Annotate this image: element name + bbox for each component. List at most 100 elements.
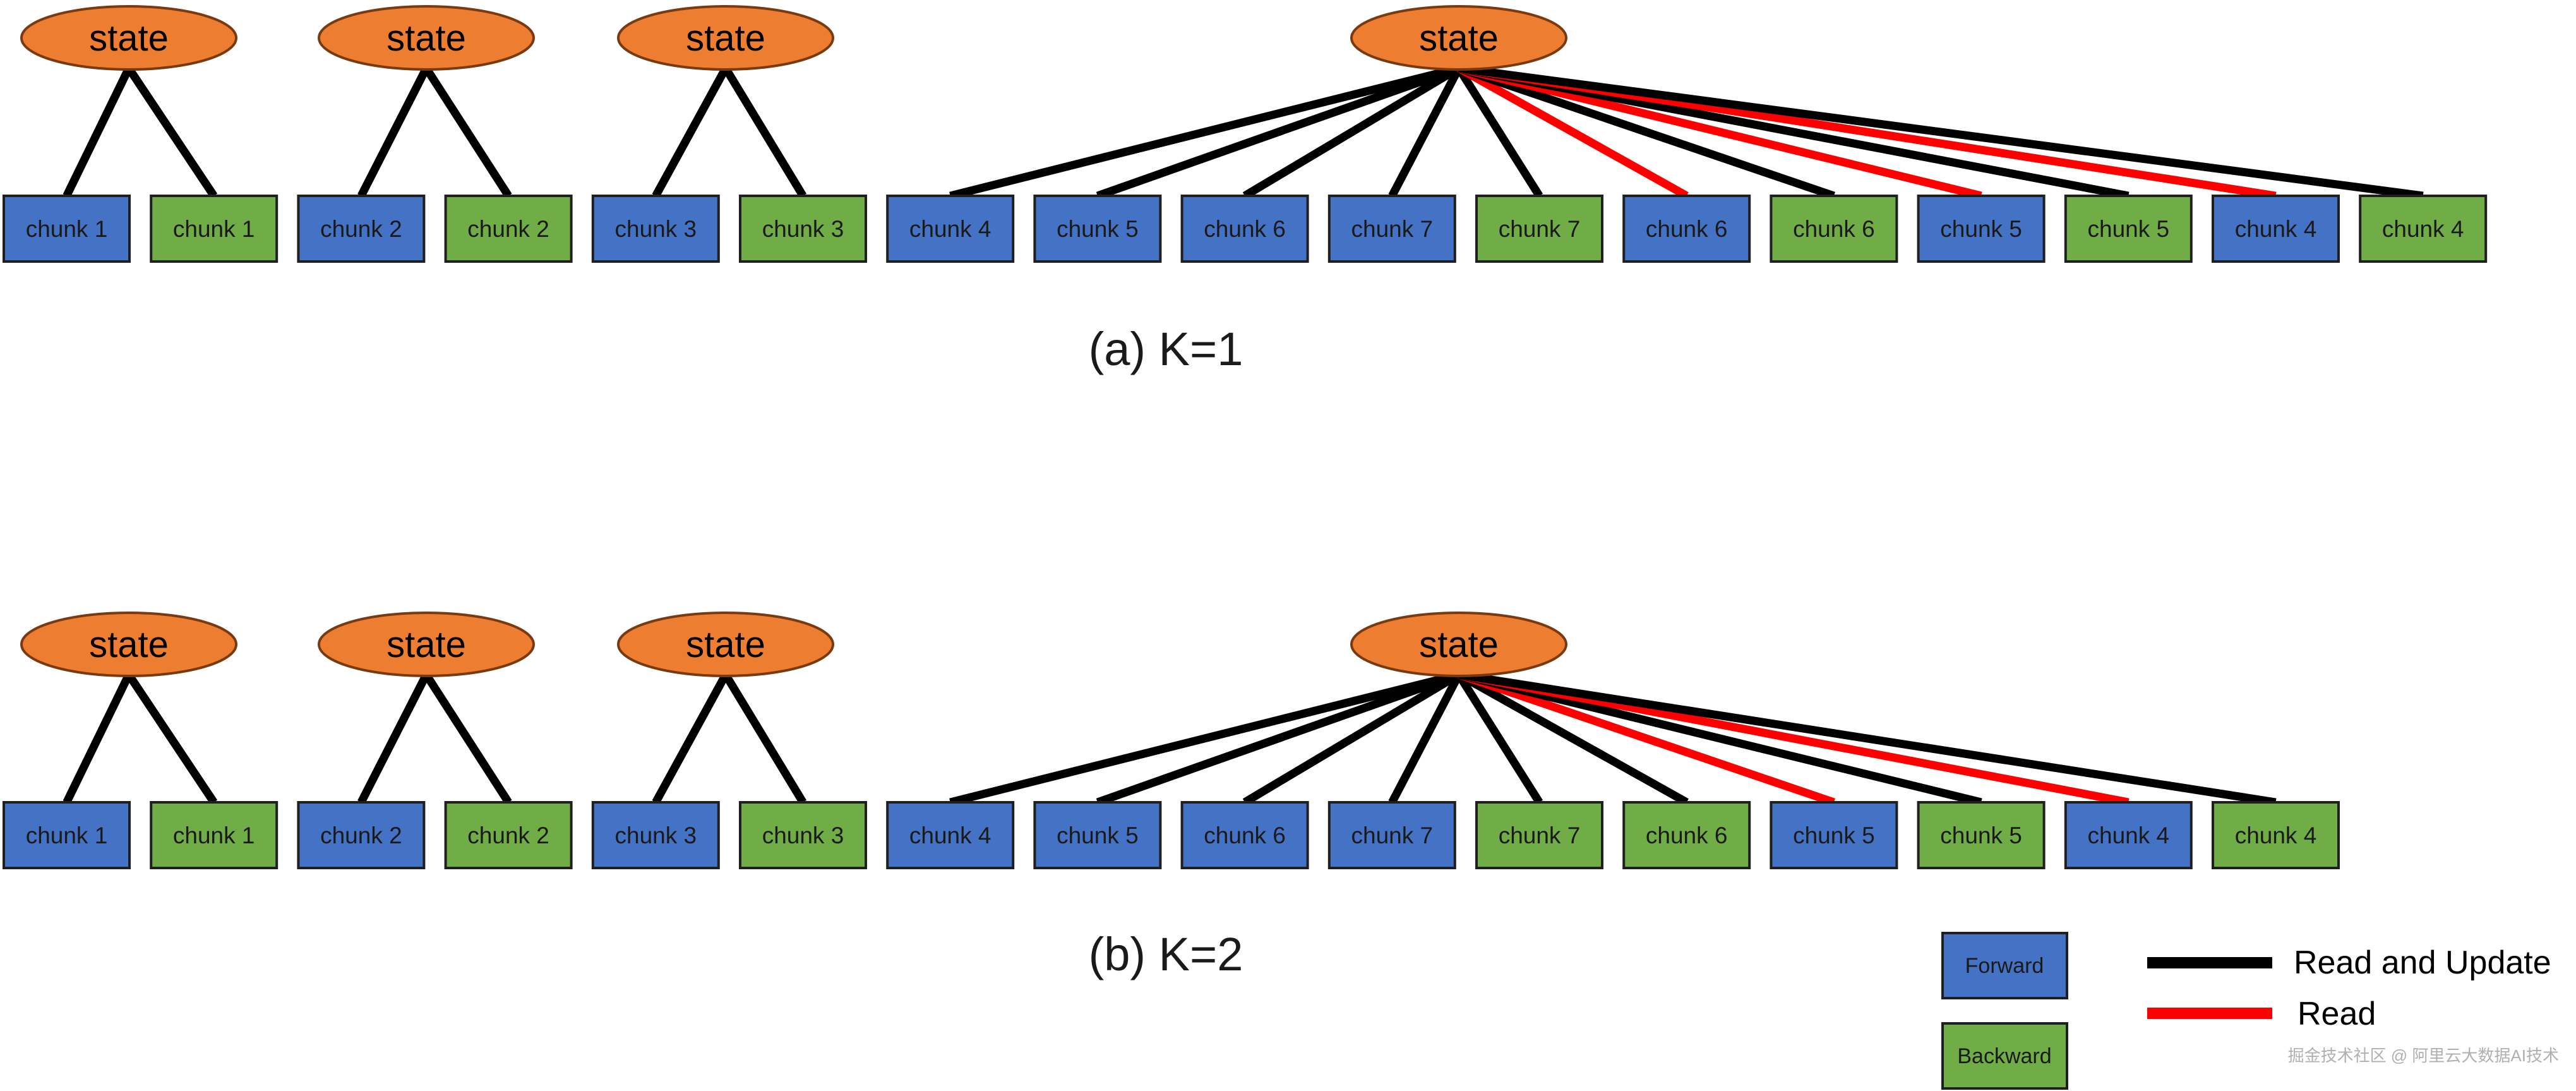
chunk-label: chunk 1 xyxy=(26,216,108,242)
chunk-label: chunk 7 xyxy=(1499,823,1581,848)
chunk-label: chunk 6 xyxy=(1793,216,1875,242)
read-update-edge xyxy=(1096,670,1461,807)
read-edge xyxy=(1458,64,1982,200)
chunk-label: chunk 4 xyxy=(2382,216,2464,242)
chunk-forward: chunk 7 xyxy=(1327,195,1456,263)
chunk-label: chunk 3 xyxy=(615,216,697,242)
chunk-label: chunk 5 xyxy=(1057,823,1139,848)
state-node: state xyxy=(318,5,535,71)
chunk-label: chunk 4 xyxy=(909,823,991,848)
read-update-edge xyxy=(1455,66,1543,198)
chunk-box xyxy=(1770,195,1898,263)
chunk-forward: chunk 5 xyxy=(1770,801,1898,869)
chunk-box xyxy=(150,801,279,869)
state-ellipse xyxy=(617,612,834,677)
chunk-box xyxy=(3,195,131,263)
chunk-box xyxy=(297,195,426,263)
chunk-label: chunk 5 xyxy=(2088,216,2170,242)
chunk-forward: chunk 3 xyxy=(591,801,720,869)
state-label: state xyxy=(686,624,765,665)
read-update-edge xyxy=(949,670,1460,807)
state-label: state xyxy=(386,624,466,665)
chunk-box xyxy=(886,195,1015,263)
read-edge xyxy=(1456,64,1689,200)
read-update-edge xyxy=(722,672,807,805)
chunk-box xyxy=(444,195,573,263)
chunk-box xyxy=(1180,801,1309,869)
legend-backward-swatch xyxy=(1941,1022,2068,1090)
chunk-label: chunk 6 xyxy=(1204,216,1286,242)
chunk-label: chunk 6 xyxy=(1204,823,1286,848)
chunk-backward: chunk 1 xyxy=(150,195,279,263)
state-node: state xyxy=(318,612,535,677)
state-label: state xyxy=(1419,624,1499,665)
chunk-box xyxy=(1327,801,1456,869)
legend: Forward Backward Read and Update Read xyxy=(1941,932,2551,1090)
chunk-forward: chunk 6 xyxy=(1180,801,1309,869)
chunk-label: chunk 2 xyxy=(467,823,549,848)
read-update-edge xyxy=(1096,64,1461,200)
chunk-box xyxy=(1917,801,2046,869)
chunk-backward: chunk 3 xyxy=(739,195,867,263)
chunk-box xyxy=(150,195,279,263)
chunk-label: chunk 1 xyxy=(173,216,255,242)
chunk-box xyxy=(1475,195,1603,263)
chunk-box xyxy=(1033,195,1162,263)
chunk-label: chunk 6 xyxy=(1646,823,1728,848)
chunk-backward: chunk 4 xyxy=(2212,801,2340,869)
chunk-forward: chunk 4 xyxy=(886,195,1015,263)
caption-k2: (b) K=2 xyxy=(1089,928,1243,980)
chunk-label: chunk 3 xyxy=(762,823,844,848)
chunk-label: chunk 5 xyxy=(1793,823,1875,848)
chunk-box xyxy=(1475,801,1603,869)
legend-read-update-label: Read and Update xyxy=(2294,944,2551,981)
read-update-edge xyxy=(422,66,512,198)
read-update-edge xyxy=(357,673,430,804)
state-label: state xyxy=(1419,18,1499,59)
chunk-box xyxy=(1180,195,1309,263)
chunk-forward: chunk 5 xyxy=(1033,801,1162,869)
chunk-forward: chunk 5 xyxy=(1917,195,2046,263)
edges xyxy=(63,64,2424,200)
chunk-label: chunk 5 xyxy=(1940,216,2022,242)
chunk-forward: chunk 6 xyxy=(1180,195,1309,263)
chunk-forward: chunk 6 xyxy=(1622,195,1751,263)
chunk-box xyxy=(444,801,573,869)
chunk-label: chunk 6 xyxy=(1646,216,1728,242)
chunk-backward: chunk 1 xyxy=(150,801,279,869)
chunk-label: chunk 1 xyxy=(173,823,255,848)
state-label: state xyxy=(89,624,169,665)
state-node: state xyxy=(1350,5,1567,71)
chunk-backward: chunk 4 xyxy=(2359,195,2488,263)
chunk-label: chunk 7 xyxy=(1351,823,1434,848)
chunk-backward: chunk 7 xyxy=(1475,801,1603,869)
state-ellipse xyxy=(617,5,834,71)
chunk-label: chunk 2 xyxy=(320,823,402,848)
state-node: state xyxy=(20,5,237,71)
chunk-box xyxy=(1622,195,1751,263)
state-ellipse xyxy=(1350,5,1567,71)
chunk-forward: chunk 4 xyxy=(886,801,1015,869)
chunk-box xyxy=(739,801,867,869)
read-update-edge xyxy=(1388,672,1463,805)
chunk-forward: chunk 2 xyxy=(297,801,426,869)
legend-forward-swatch xyxy=(1941,932,2068,999)
read-edge xyxy=(1457,670,1835,807)
chunk-label: chunk 7 xyxy=(1499,216,1581,242)
read-update-edge xyxy=(125,66,218,198)
legend-backward-label: Backward xyxy=(1957,1044,2051,1068)
read-update-edge xyxy=(63,673,133,804)
read-update-edge xyxy=(63,66,133,198)
read-update-edge xyxy=(1457,64,1835,200)
chunk-backward: chunk 2 xyxy=(444,195,573,263)
read-update-edge xyxy=(1456,671,1689,806)
chunk-label: chunk 3 xyxy=(762,216,844,242)
chunk-label: chunk 7 xyxy=(1351,216,1434,242)
caption-k1: (a) K=1 xyxy=(1089,323,1243,375)
chunk-label: chunk 4 xyxy=(909,216,991,242)
chunk-forward: chunk 4 xyxy=(2212,195,2340,263)
chunk-label: chunk 2 xyxy=(320,216,402,242)
state-ellipse xyxy=(1350,612,1567,677)
